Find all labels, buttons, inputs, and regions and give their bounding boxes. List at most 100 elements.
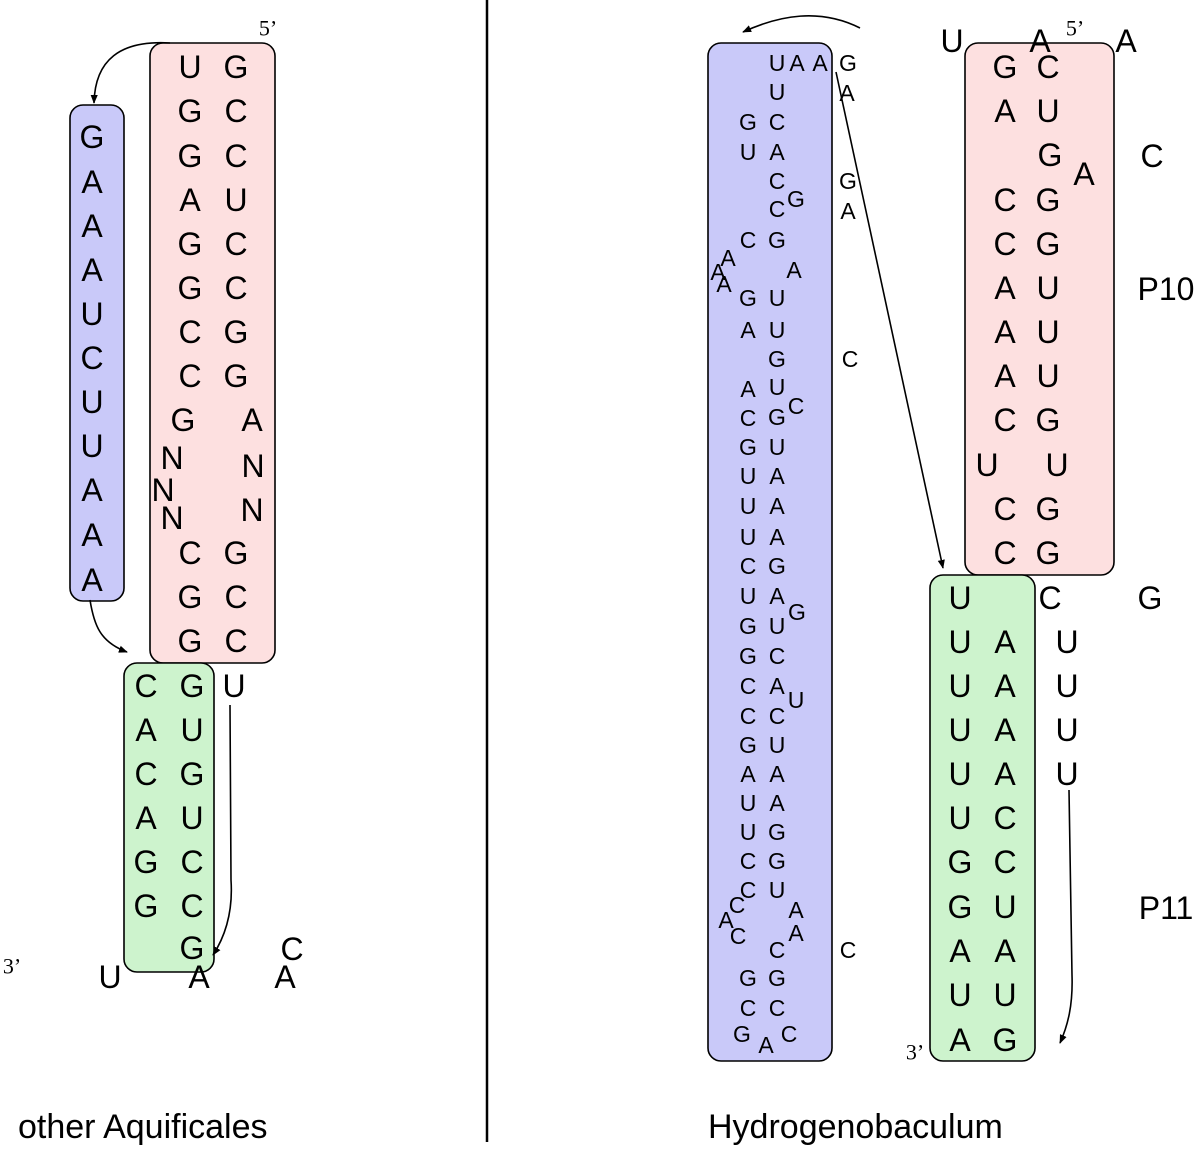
right-blue-nucleotide: G bbox=[839, 168, 857, 194]
right-red-nucleotide: A bbox=[994, 358, 1016, 394]
strand-connectors bbox=[89, 15, 1073, 1044]
right-blue-nucleotide: U bbox=[769, 285, 786, 311]
right-blue-nucleotide: A bbox=[769, 139, 785, 165]
right-blue-nucleotide: G bbox=[739, 613, 757, 639]
left-bottom-strand bbox=[89, 599, 128, 653]
right-blue-nucleotide: U bbox=[769, 877, 786, 903]
left-green-nucleotide: U bbox=[180, 712, 203, 748]
left-3prime-strand bbox=[212, 704, 233, 956]
right-green-nucleotide: C bbox=[1038, 580, 1061, 616]
left-red-nucleotide: G bbox=[224, 358, 249, 394]
right-blue-nucleotide: A bbox=[789, 50, 805, 76]
right-red-nucleotide: C bbox=[993, 491, 1016, 527]
right-green-nucleotide: U bbox=[948, 712, 971, 748]
right-blue-nucleotide: A bbox=[786, 257, 802, 283]
right-blue-nucleotide: A bbox=[740, 317, 756, 343]
right-blue-nucleotide: C bbox=[740, 673, 757, 699]
right-blue-nucleotide: A bbox=[788, 920, 804, 946]
right-blue-nucleotide: A bbox=[769, 463, 785, 489]
helix-boxes bbox=[69, 42, 1115, 1062]
left-red-nucleotide: C bbox=[224, 579, 247, 615]
right-red-nucleotide: C bbox=[993, 402, 1016, 438]
right-blue-nucleotide: U bbox=[769, 50, 786, 76]
left-red-nucleotide: C bbox=[178, 358, 201, 394]
left-blue-nucleotide: U bbox=[80, 428, 103, 464]
left-green-nucleotide: G bbox=[134, 888, 159, 924]
right-blue-nucleotide: A bbox=[769, 524, 785, 550]
p11-label: P11 bbox=[1139, 890, 1194, 926]
right-green-nucleotide: G bbox=[993, 1022, 1018, 1058]
right-blue-nucleotide: U bbox=[788, 687, 805, 713]
right-blue-nucleotide: C bbox=[840, 937, 857, 963]
right-blue-nucleotide: U bbox=[740, 524, 757, 550]
left-red-nucleotide: G bbox=[224, 535, 249, 571]
right-free-nucleotide: U bbox=[1055, 712, 1078, 748]
left-red-nucleotide: C bbox=[178, 535, 201, 571]
right-green-nucleotide: A bbox=[994, 756, 1016, 792]
left-green-nucleotide: G bbox=[180, 756, 205, 792]
right-blue-nucleotide: U bbox=[740, 493, 757, 519]
right-green-nucleotide: G bbox=[948, 889, 973, 925]
right-green-nucleotide: C bbox=[993, 844, 1016, 880]
right-blue-nucleotide: C bbox=[730, 923, 747, 949]
right-blue-nucleotide: C bbox=[788, 393, 805, 419]
right-red-nucleotide: G bbox=[993, 49, 1018, 85]
left-free-nucleotide: C bbox=[280, 931, 303, 967]
right-free-nucleotide: U bbox=[1055, 756, 1078, 792]
right-blue-nucleotide: C bbox=[769, 196, 786, 222]
right-green-nucleotide: U bbox=[993, 977, 1016, 1013]
left-red-nucleotide: C bbox=[224, 226, 247, 262]
right-green-nucleotide: U bbox=[948, 800, 971, 836]
left-red-nucleotide: G bbox=[178, 226, 203, 262]
right-red-nucleotide: C bbox=[993, 535, 1016, 571]
caption-hydrogenobaculum: Hydrogenobaculum bbox=[708, 1108, 1003, 1146]
right-blue-nucleotide: G bbox=[739, 732, 757, 758]
left-top-strand bbox=[90, 41, 171, 104]
right-green-nucleotide: U bbox=[948, 580, 971, 616]
left-red-nucleotide: G bbox=[178, 623, 203, 659]
left-blue-nucleotide: A bbox=[81, 517, 103, 553]
right-blue-nucleotide: A bbox=[718, 907, 734, 933]
right-blue-nucleotide: C bbox=[740, 553, 757, 579]
left-red-nucleotide: C bbox=[224, 623, 247, 659]
right-red-nucleotide: G bbox=[1036, 402, 1061, 438]
right-blue-nucleotide: C bbox=[769, 643, 786, 669]
right-red-nucleotide: A bbox=[994, 93, 1016, 129]
right-blue-nucleotide: A bbox=[710, 259, 726, 285]
caption-other-aquificales: other Aquificales bbox=[18, 1108, 268, 1146]
left-green-nucleotide: G bbox=[180, 930, 205, 966]
right-blue-nucleotide: C bbox=[740, 405, 757, 431]
right-blue-nucleotide: C bbox=[769, 109, 786, 135]
left-red-nucleotide: G bbox=[178, 138, 203, 174]
right-free-nucleotide: A bbox=[1029, 23, 1051, 59]
p10-label: P10 bbox=[1138, 271, 1195, 307]
left-red-nucleotide: U bbox=[178, 49, 201, 85]
right-red-nucleotide: U bbox=[1045, 447, 1068, 483]
right-blue-nucleotide: G bbox=[739, 643, 757, 669]
right-red-nucleotide: U bbox=[1036, 314, 1059, 350]
right-blue-nucleotide: A bbox=[788, 897, 804, 923]
right-blue-nucleotide: G bbox=[768, 848, 786, 874]
right-blue-nucleotide: C bbox=[740, 227, 757, 253]
right-blue-nucleotide: U bbox=[740, 139, 757, 165]
right-blue-nucleotide: U bbox=[740, 819, 757, 845]
left-red-nucleotide: G bbox=[224, 314, 249, 350]
right-top-strand bbox=[742, 15, 861, 33]
left-red-nucleotide: G bbox=[178, 579, 203, 615]
right-red-nucleotide: U bbox=[975, 447, 998, 483]
left-red-box bbox=[149, 42, 276, 664]
left-green-nucleotide: C bbox=[180, 844, 203, 880]
left-blue-nucleotide: A bbox=[81, 562, 103, 598]
right-blue-nucleotide: G bbox=[739, 434, 757, 460]
left-red-nucleotide: C bbox=[178, 314, 201, 350]
right-red-box bbox=[964, 42, 1115, 576]
right-blue-nucleotide: C bbox=[769, 995, 786, 1021]
right-blue-nucleotide: G bbox=[787, 186, 805, 212]
right-red-nucleotide: G bbox=[1038, 137, 1063, 173]
right-long-strand bbox=[835, 71, 945, 569]
right-blue-nucleotide: C bbox=[740, 703, 757, 729]
right-blue-nucleotide: A bbox=[769, 673, 785, 699]
right-blue-nucleotide: A bbox=[720, 245, 736, 271]
left-green-nucleotide: C bbox=[134, 668, 157, 704]
